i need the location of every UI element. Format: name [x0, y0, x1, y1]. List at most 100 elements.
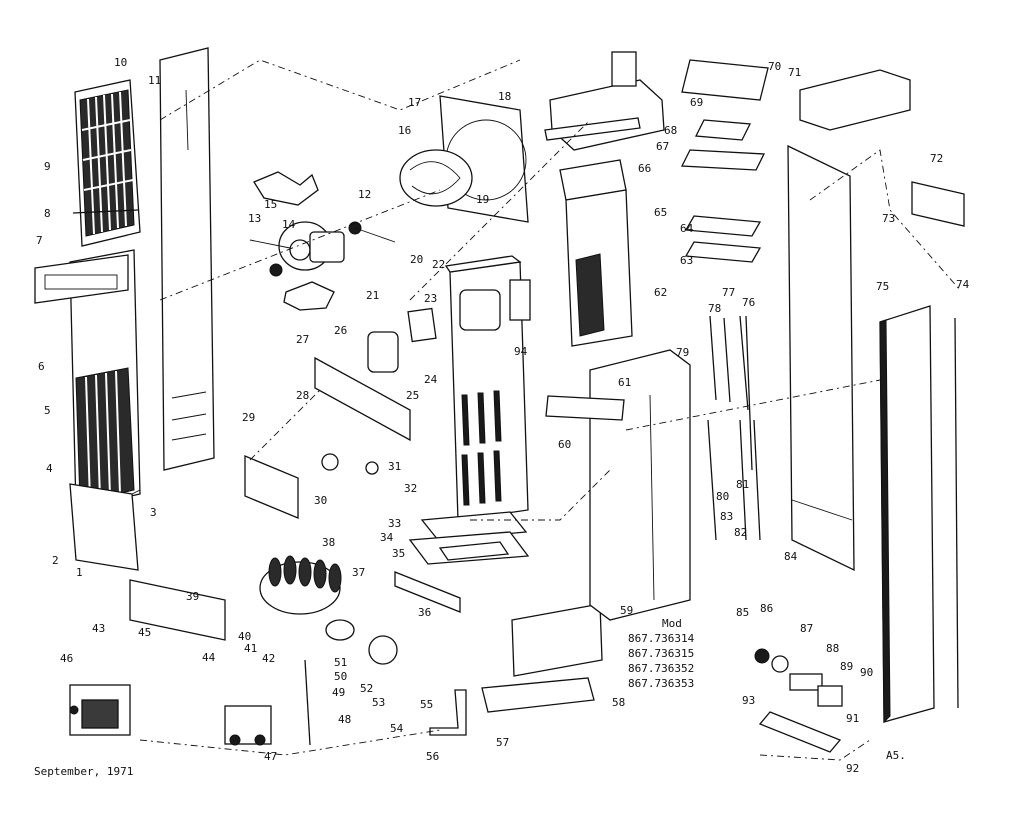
callout-37: 37 [352, 566, 365, 579]
callout-65: 65 [654, 206, 667, 219]
callout-49: 49 [332, 686, 345, 699]
callout-59: 59 [620, 604, 633, 617]
callout-25: 25 [406, 389, 419, 402]
callout-29: 29 [242, 411, 255, 424]
callout-55: 55 [420, 698, 433, 711]
callout-44: 44 [202, 651, 216, 664]
callout-81: 81 [736, 478, 749, 491]
plates-63-68 [680, 59, 769, 263]
callout-14: 14 [282, 218, 296, 231]
gas-valve-46 [69, 684, 131, 736]
model-heading: Mod [662, 617, 682, 630]
bracket-36 [394, 571, 461, 613]
tall-side-panel-11 [159, 47, 215, 471]
gasket-15-upper [253, 171, 319, 206]
callout-39: 39 [186, 590, 199, 603]
plate-91 [758, 711, 842, 753]
strips-76-84 [707, 315, 761, 541]
callout-75: 75 [876, 280, 889, 293]
callout-54: 54 [390, 722, 404, 735]
callout-38: 38 [322, 536, 335, 549]
flue-pipe-62 [565, 189, 633, 347]
callout-73: 73 [882, 212, 895, 225]
callout-5: 5 [44, 404, 51, 417]
port-25 [367, 331, 399, 373]
gasket-20 [544, 117, 641, 141]
callout-36: 36 [418, 606, 431, 619]
callout-2: 2 [52, 554, 59, 567]
control-46b [224, 705, 272, 746]
bracket-60 [545, 395, 625, 421]
callout-18: 18 [498, 90, 511, 103]
callout-20: 20 [410, 253, 423, 266]
callout-9: 9 [44, 160, 51, 173]
cabinet-59 [589, 349, 691, 621]
front-panel-lower [34, 249, 141, 509]
callout-45: 45 [138, 626, 151, 639]
callout-34: 34 [380, 531, 394, 544]
callout-31: 31 [388, 460, 401, 473]
callout-42: 42 [262, 652, 275, 665]
callout-27: 27 [296, 333, 309, 346]
knob-86 [754, 648, 770, 664]
callout-94: 94 [514, 345, 528, 358]
callout-23: 23 [424, 292, 437, 305]
callout-70: 70 [768, 60, 781, 73]
callout-33: 33 [388, 517, 401, 530]
callout-88: 88 [826, 642, 839, 655]
callout-83: 83 [720, 510, 733, 523]
shield-58 [511, 603, 603, 677]
callout-35: 35 [392, 547, 405, 560]
switch-87 [771, 655, 789, 673]
callout-52: 52 [360, 682, 373, 695]
callout-16: 16 [398, 124, 411, 137]
callout-11: 11 [148, 74, 161, 87]
callout-67: 67 [656, 140, 669, 153]
callout-92: 92 [846, 762, 859, 775]
bracket-88 [789, 673, 823, 691]
panel-29 [244, 455, 299, 519]
callout-43: 43 [92, 622, 105, 635]
callout-84: 84 [784, 550, 798, 563]
callout-91: 91 [846, 712, 859, 725]
callout-28: 28 [296, 389, 309, 402]
callout-48: 48 [338, 713, 351, 726]
callout-3: 3 [150, 506, 157, 519]
burner-38 [259, 555, 355, 641]
callout-66: 66 [638, 162, 651, 175]
thermocouple-48 [304, 659, 311, 746]
tube-56 [429, 689, 467, 736]
rear-panel-73 [787, 144, 855, 572]
callout-30: 30 [314, 494, 327, 507]
callout-24: 24 [424, 373, 438, 386]
callout-46: 46 [60, 652, 73, 665]
side-panel-75 [879, 305, 935, 724]
callout-58: 58 [612, 696, 625, 709]
callout-79: 79 [676, 346, 689, 359]
bracket-27 [314, 356, 411, 442]
callout-32: 32 [404, 482, 417, 495]
gasket-15-lower [283, 281, 335, 311]
callout-12: 12 [358, 188, 371, 201]
blower-motor-14 [249, 221, 396, 277]
callout-90: 90 [860, 666, 873, 679]
callout-21: 21 [366, 289, 379, 302]
shield-44 [129, 579, 226, 641]
callout-53: 53 [372, 696, 385, 709]
trim-74 [954, 317, 959, 709]
callout-93: 93 [742, 694, 755, 707]
callout-56: 56 [426, 750, 439, 763]
callout-69: 69 [690, 96, 703, 109]
heat-exchanger-32 [444, 255, 529, 521]
callout-50: 50 [334, 670, 347, 683]
fitting-31 [365, 461, 379, 475]
callout-13: 13 [248, 212, 261, 225]
callout-41: 41 [244, 642, 257, 655]
strip-8 [72, 209, 139, 214]
front-grille-upper [74, 79, 141, 247]
callout-61: 61 [618, 376, 631, 389]
footer-date: September, 1971 [34, 765, 133, 778]
callout-89: 89 [840, 660, 853, 673]
top-cover-71 [799, 69, 911, 131]
